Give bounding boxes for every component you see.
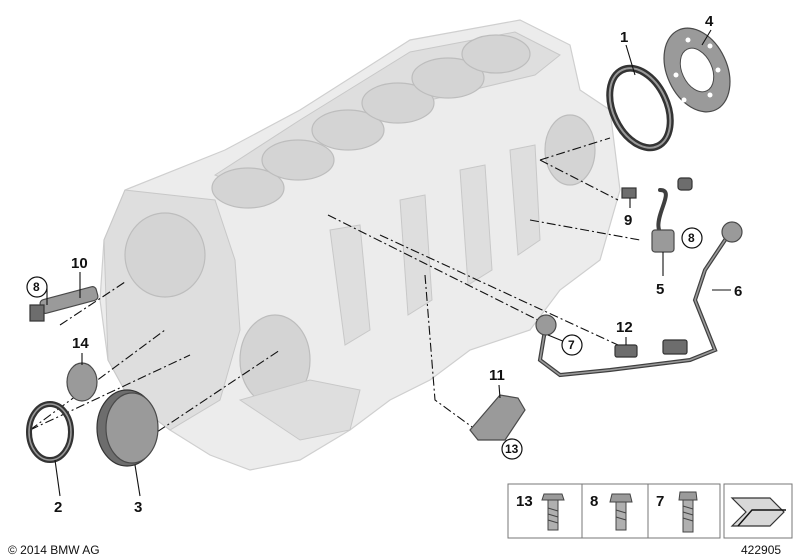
cylinder-bore xyxy=(261,139,335,181)
cylinder-bore xyxy=(411,57,485,99)
callout-circle xyxy=(681,227,703,249)
bolt-icon xyxy=(609,493,633,531)
callouts: 1 4 9 8 5 6 7 12 11 13 10 8 14 2 3 xyxy=(26,13,742,516)
callout-8-sensor: 8 xyxy=(33,280,40,294)
callout-12: 12 xyxy=(616,319,633,336)
part-knock-sensor-bracket[interactable] xyxy=(651,177,693,253)
callout-circle xyxy=(561,334,583,356)
callout-5: 5 xyxy=(656,281,664,298)
callout-9: 9 xyxy=(624,212,632,229)
diagram-number: 422905 xyxy=(741,543,781,557)
part-plug[interactable] xyxy=(66,362,98,402)
callout-4: 4 xyxy=(705,13,714,30)
part-sealing-ring[interactable] xyxy=(598,59,682,158)
leader-lines xyxy=(46,29,731,497)
callout-10: 10 xyxy=(71,255,88,272)
cylinder-bore xyxy=(311,109,385,151)
copyright-text: © 2014 BMW AG xyxy=(8,543,100,557)
part-shaft-seal[interactable] xyxy=(26,401,74,463)
direction-arrow-icon xyxy=(723,483,793,539)
callout-circle xyxy=(26,276,48,298)
part-sensor-12[interactable] xyxy=(614,344,638,358)
part-bracket[interactable] xyxy=(469,394,526,441)
legend-item-8: 8 xyxy=(590,493,598,510)
engine-block xyxy=(99,19,621,471)
bolt-icon xyxy=(541,493,565,531)
callout-7: 7 xyxy=(568,338,575,352)
callout-2: 2 xyxy=(54,499,62,516)
cylinder-bore xyxy=(211,167,285,209)
callout-11: 11 xyxy=(489,367,505,384)
fastener-legend: 13 8 7 xyxy=(507,483,721,539)
part-crankshaft-sensor[interactable] xyxy=(29,286,99,322)
bolt-icon xyxy=(678,491,698,533)
callout-13: 13 xyxy=(505,442,519,456)
callout-14: 14 xyxy=(72,335,89,352)
legend-item-7: 7 xyxy=(656,493,664,510)
callout-6: 6 xyxy=(734,283,742,300)
part-increment-wheel[interactable] xyxy=(651,17,743,122)
callout-8-bracket: 8 xyxy=(688,231,695,245)
callout-circle xyxy=(501,438,523,460)
part-cover[interactable] xyxy=(96,389,159,467)
cylinder-bore xyxy=(361,82,435,124)
reference-lines xyxy=(29,137,641,461)
callout-1: 1 xyxy=(620,29,628,46)
legend-item-13: 13 xyxy=(516,493,533,510)
cylinder-bore xyxy=(461,34,531,74)
part-connector[interactable] xyxy=(621,187,637,199)
callout-3: 3 xyxy=(134,499,142,516)
part-wiring-harness[interactable] xyxy=(535,221,743,378)
